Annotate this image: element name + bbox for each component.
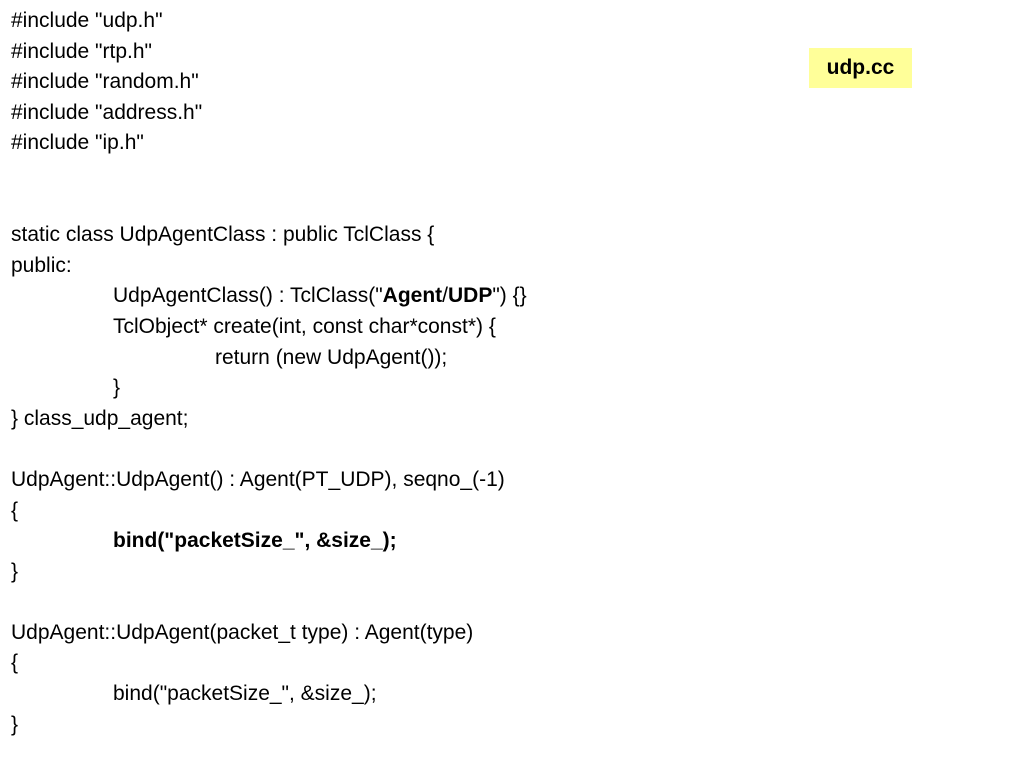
file-name-badge: udp.cc [809, 48, 912, 88]
code-line-ctor1-bind: bind("packetSize_", &size_); [113, 529, 397, 553]
code-line-blank [11, 159, 911, 190]
code-line-ctor2-bind: bind("packetSize_", &size_); [113, 682, 377, 706]
ctor-agent-keyword: Agent [382, 284, 443, 308]
code-line-create-decl: TclObject* create(int, const char*const*… [113, 314, 496, 338]
code-line-class-decl: static class UdpAgentClass : public TclC… [11, 223, 435, 247]
code-listing: #include "udp.h" #include "rtp.h" #inclu… [11, 6, 911, 740]
code-line-include-ip: #include "ip.h" [11, 131, 144, 155]
code-line-ctor-registration: UdpAgentClass() : TclClass("Agent/UDP") … [11, 281, 911, 312]
ctor-udp-keyword: UDP [448, 284, 493, 308]
code-line-ctor1-open: { [11, 498, 19, 522]
code-line-ctor2-decl: UdpAgent::UdpAgent(packet_t type) : Agen… [11, 620, 474, 644]
ctor-suffix: ") {} [492, 284, 527, 308]
ctor-prefix: UdpAgentClass() : TclClass(" [113, 284, 383, 308]
code-line-include-address: #include "address.h" [11, 100, 203, 124]
code-line-ctor2-close: } [11, 712, 19, 736]
code-line-close-brace: } [113, 376, 121, 400]
code-line-include-rtp: #include "rtp.h" [11, 39, 152, 63]
code-line-blank [11, 190, 911, 221]
code-line-public: public: [11, 253, 72, 277]
code-line-include-udp: #include "udp.h" [11, 9, 163, 32]
ctor-slash: / [442, 284, 448, 308]
code-line-blank [11, 434, 911, 465]
code-line-class-end: } class_udp_agent; [11, 406, 189, 430]
code-line-return: return (new UdpAgent()); [215, 345, 448, 369]
code-line-ctor1-decl: UdpAgent::UdpAgent() : Agent(PT_UDP), se… [11, 467, 505, 491]
code-line-ctor2-open: { [11, 651, 19, 675]
code-line-ctor1-close: } [11, 559, 19, 583]
code-line-include-random: #include "random.h" [11, 70, 199, 94]
code-line-blank [11, 587, 911, 618]
